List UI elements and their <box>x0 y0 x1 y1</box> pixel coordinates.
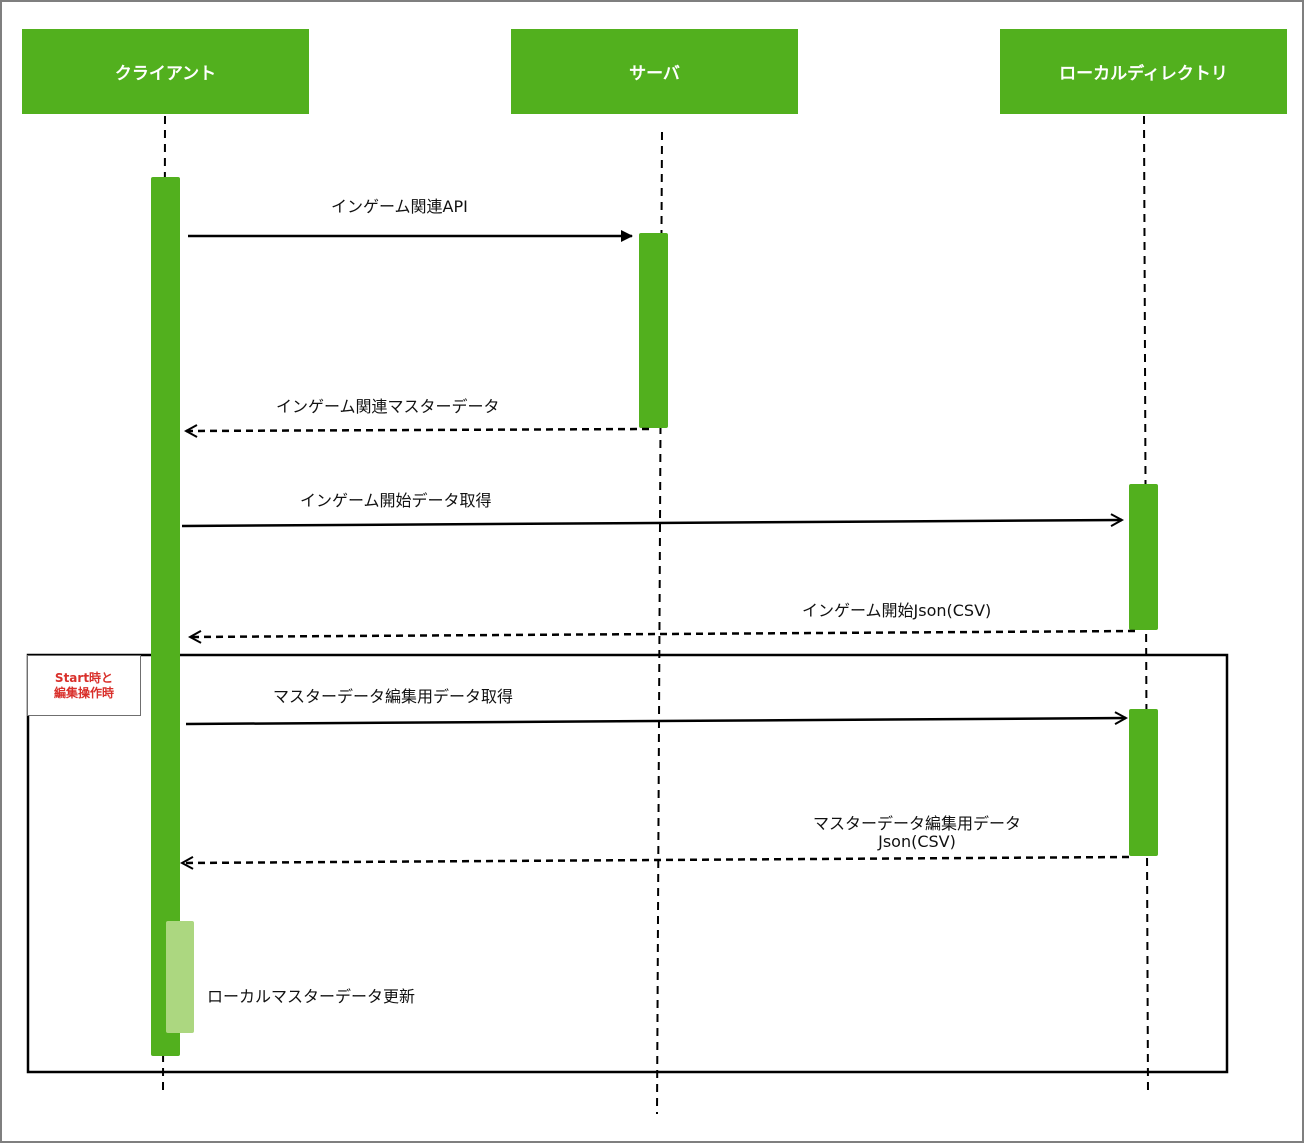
lifeline-local-directory <box>1143 115 1149 1095</box>
self-message-label: ローカルマスターデータ更新 <box>207 987 416 1006</box>
message-label-1: インゲーム関連API <box>331 197 468 216</box>
fragment-label-line1: Start時と <box>54 671 114 686</box>
message-label-5: マスターデータ編集用データ取得 <box>273 687 514 706</box>
lifeline-server <box>656 131 663 1115</box>
actor-server-label: サーバ <box>629 64 680 84</box>
fragment-label: Start時と 編集操作時 <box>27 655 141 716</box>
message-arrow-5 <box>185 718 1126 726</box>
actor-local-directory-label: ローカルディレクトリ <box>1059 64 1228 84</box>
activation-client <box>151 177 180 1056</box>
fragment-label-line2: 編集操作時 <box>53 685 114 700</box>
message-arrow-4 <box>190 629 1136 637</box>
actor-client: クライアント <box>22 29 309 114</box>
actor-client-label: クライアント <box>114 64 217 84</box>
message-label-6: マスターデータ編集用データ Json(CSV) <box>799 814 1035 852</box>
activation-local-1 <box>1129 484 1158 630</box>
message-label-4: インゲーム開始Json(CSV) <box>802 601 992 620</box>
activation-client-self <box>166 921 194 1033</box>
activation-local-2 <box>1129 709 1158 856</box>
message-arrow-6 <box>182 855 1130 863</box>
message-arrow-2 <box>186 429 650 431</box>
fragment-frame <box>26 653 1229 1074</box>
actor-server: サーバ <box>511 29 798 114</box>
message-arrow-3 <box>181 520 1122 528</box>
message-label-3: インゲーム開始データ取得 <box>300 491 492 510</box>
actor-local-directory: ローカルディレクトリ <box>1000 29 1287 114</box>
message-label-2: インゲーム関連マスターデータ <box>276 397 500 416</box>
message-label-6-line1: マスターデータ編集用データ <box>812 814 1021 833</box>
message-label-6-line2: Json(CSV) <box>878 832 956 852</box>
activation-server <box>639 233 668 428</box>
